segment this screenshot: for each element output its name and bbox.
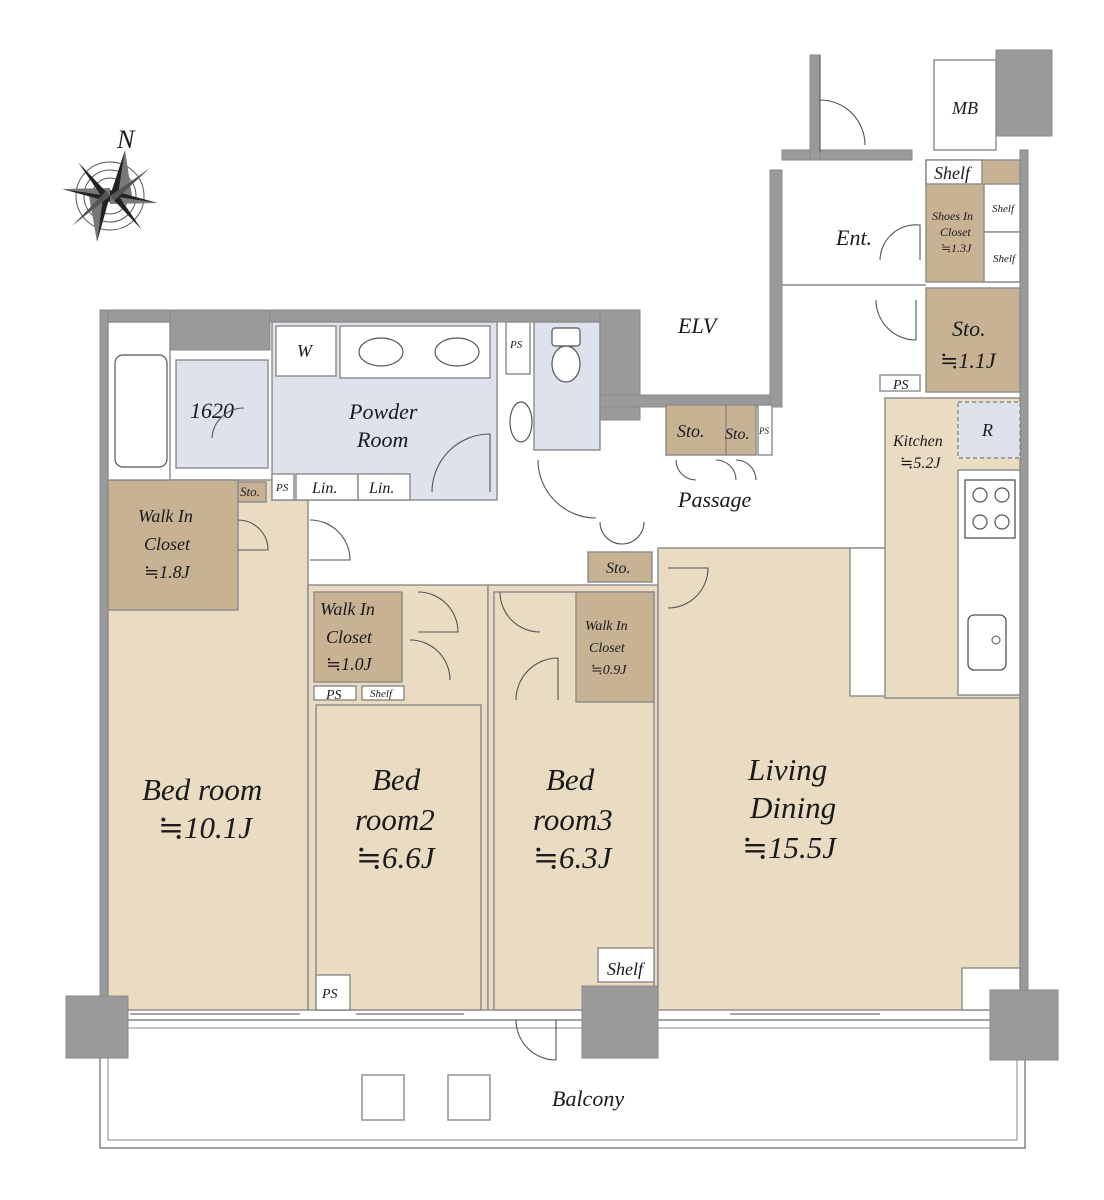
bedroom2-label-line2: room2 [355,802,435,837]
fridge-label: R [981,420,993,440]
bedroom3-label-line1: Bed [546,762,595,797]
entrance-storage-label: Sto. [952,316,986,341]
entry-door[interactable] [819,55,866,152]
bedroom3-area: ≒6.3J [533,840,613,875]
compass-icon: N [62,125,158,242]
passage-storage-1 [665,404,727,456]
wic1-area: ≒1.8J [144,562,191,582]
bedroom2-area: ≒6.6J [356,840,436,875]
washer [275,325,337,377]
passage-storage-2 [725,404,757,456]
passage-label: Passage [677,487,752,512]
wic1-label-line2: Closet [144,534,191,554]
balcony-unit-1 [361,1074,405,1121]
sink-icon-1 [358,337,404,367]
stove-icon [964,479,1016,539]
bath-label: 1620 [190,398,234,423]
linen-label-2: Lin. [368,480,394,497]
bedroom3-label-line2: room3 [533,802,613,837]
powder-label-line2: Room [356,427,408,452]
passage-sto-label-2: Sto. [725,426,749,443]
ps-label-powder: PS [275,482,289,494]
wic3-label-line1: Walk In [585,619,628,634]
ps-label-bed2: PS [325,688,342,703]
linen-label-1: Lin. [311,480,337,497]
mb-label: MB [951,98,978,118]
bathtub-icon [114,354,168,468]
sink-icon [967,614,1007,671]
toilet-icon [551,327,581,347]
shelf-label-bed3: Shelf [607,959,646,979]
entrance-label: Ent. [835,225,872,250]
walk-in-closet-2 [313,591,403,683]
shelf-label-bed2: Shelf [370,688,394,700]
walk-in-closet-3 [575,591,655,703]
passage-sto-label-1: Sto. [677,421,705,441]
ps-label-passage: PS [758,426,769,436]
wic2-label-line1: Walk In [320,599,375,619]
column-bottom-middle [581,985,659,1059]
sink-icon-2 [434,337,480,367]
kitchen-label: Kitchen [892,433,943,450]
ps-label-kitchen: PS [892,378,909,393]
shoes-label-line1: Shoes In [932,209,973,223]
living-label-line1: Living [747,752,827,787]
sto-label-bed1: Sto. [240,484,260,499]
refrigerator [957,401,1021,459]
shoes-area: ≒1.3J [941,241,972,255]
shoes-shelf-label: Shelf [934,163,973,183]
column-bottom-right [989,989,1059,1061]
living-label-line2: Dining [749,790,836,825]
passage-sto-label-3: Sto. [606,560,630,577]
wic3-label-line2: Closet [589,641,626,656]
shoes-shelf-right-2: Shelf [993,253,1017,265]
wic2-area: ≒1.0J [326,654,373,674]
kitchen-area: ≒5.2J [900,455,941,472]
passage-storage-3 [587,551,653,583]
compass-north-label: N [116,125,136,154]
wic2-label-line2: Closet [326,627,373,647]
bedroom2-label-line1: Bed [372,762,421,797]
washer-label: W [297,341,314,361]
balcony-unit-2 [447,1074,491,1121]
wic3-area: ≒0.9J [591,663,627,678]
column-top-right [995,49,1053,137]
column-bottom-left [65,995,129,1059]
bathroom [175,359,269,469]
wic1-label-line1: Walk In [138,506,193,526]
ps-label-bed2-bottom: PS [321,987,338,1002]
balcony-label: Balcony [552,1086,624,1111]
shoes-shelf-right-1: Shelf [992,203,1016,215]
entrance-storage-area: ≒1.1J [940,348,997,373]
powder-label-line1: Powder [348,399,418,424]
walk-in-closet-1 [107,479,239,611]
entrance-storage [925,287,1021,393]
bedroom1-label: Bed room [142,772,262,807]
bedroom1-area: ≒10.1J [158,810,253,845]
living-area: ≒15.5J [742,830,837,865]
balcony: Balcony [99,1019,1026,1149]
elv-label: ELV [677,313,719,338]
shoes-label-line2: Closet [940,225,971,239]
ps-label-wc: PS [509,339,523,351]
wc-sink-icon [509,401,533,443]
